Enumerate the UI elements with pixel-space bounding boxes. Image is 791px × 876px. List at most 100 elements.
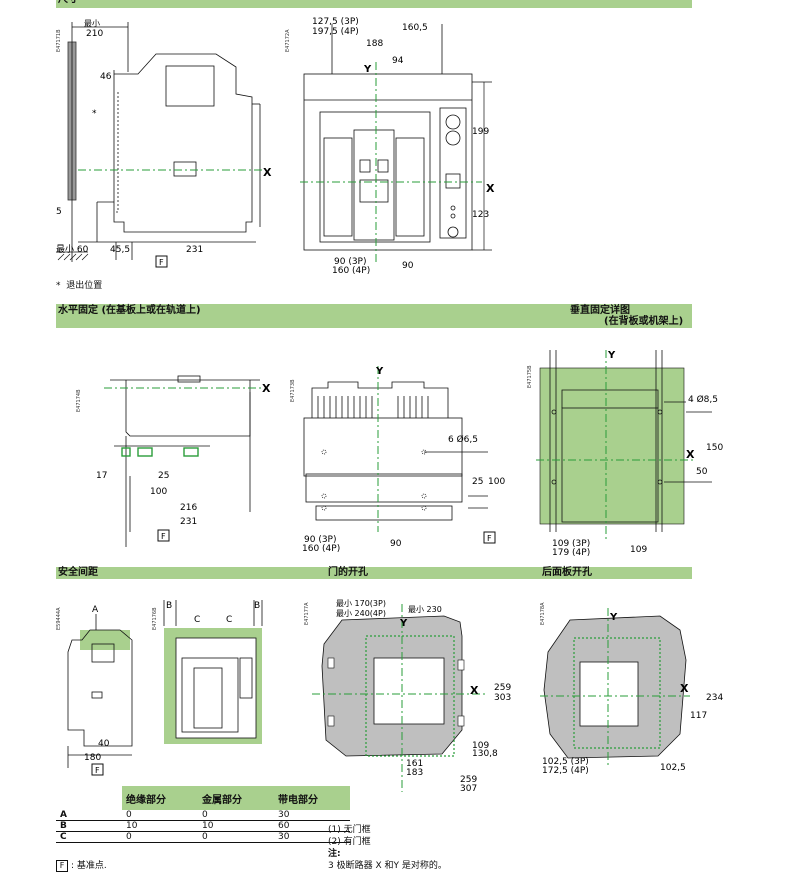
- dim-210: 210: [86, 29, 103, 39]
- dim-25: 25: [158, 471, 169, 481]
- withdrawn-note-text: 退出位置: [66, 281, 103, 291]
- axis-y-label: Y: [375, 366, 384, 377]
- dim-197-5: 197,5 (4P): [312, 27, 359, 37]
- note-title: 注:: [328, 849, 341, 859]
- axis-y-label: Y: [399, 618, 408, 629]
- table-header: 金属部分: [198, 786, 274, 810]
- door-cutout-drawing: 最小 170(3P) 最小 240(4P) 最小 230 Y X 259 303…: [312, 599, 511, 794]
- dim-231: 231: [180, 517, 197, 527]
- table-cell: 30: [274, 831, 350, 843]
- withdrawn-note: * 退出位置: [56, 281, 103, 291]
- ref-legend-text: : 基准点.: [71, 861, 107, 871]
- drawing-id: E47173B: [290, 379, 296, 403]
- dim-102-3p: 102,5 (3P): [542, 757, 589, 767]
- clearance-table: 绝缘部分 金属部分 带电部分 A 0 0 30 B 10 10 60 C 0 0…: [56, 786, 350, 843]
- drawing-id: E47177A: [304, 602, 310, 626]
- label-b: B: [254, 601, 260, 611]
- section-title-clearance: 安全间距: [58, 567, 98, 578]
- dim-234: 234: [706, 693, 723, 703]
- dim-109: 109: [630, 545, 647, 555]
- axis-x-label: X: [470, 684, 479, 697]
- axis-x-label: X: [486, 182, 495, 195]
- dim-109: 109: [472, 741, 489, 751]
- axis-x-label: X: [262, 382, 271, 395]
- min-170: 最小 170(3P): [336, 599, 386, 608]
- table-header: 绝缘部分: [122, 786, 198, 810]
- label-a: A: [92, 605, 99, 615]
- ref-f-box: [155, 255, 168, 268]
- vertical-detail-drawing: Y 4 Ø8,5 X 150 50 109 (3P) 179 (4P) 109: [536, 350, 723, 558]
- table-row: A 0 0 30: [56, 810, 350, 821]
- ref-f-label: F: [161, 532, 166, 541]
- section-title-horizontal: 水平固定 (在基板上或在轨道上): [58, 305, 201, 316]
- ref-legend: F: 基准点.: [56, 860, 107, 872]
- table-header: 带电部分: [274, 786, 350, 810]
- horiz-side-drawing: X 17 25 100 216 231 F: [96, 375, 271, 547]
- dim-40: 40: [98, 739, 110, 749]
- table-cell: C: [56, 831, 122, 843]
- rear-cutout-drawing: Y X 234 117 102,5 (3P) 172,5 (4P) 102,5: [540, 608, 723, 776]
- dim-160-5: 160,5: [402, 23, 428, 33]
- star-marker: *: [92, 109, 97, 119]
- dim-min-label: 最小: [84, 19, 100, 28]
- dim-127-5: 127,5 (3P): [312, 17, 359, 27]
- axis-y-label: Y: [607, 350, 616, 361]
- ref-f-label: F: [487, 534, 492, 543]
- axis-y-label: Y: [363, 64, 372, 75]
- dim-100: 100: [488, 477, 505, 487]
- dim-160-4p: 160 (4P): [332, 266, 370, 274]
- dim-307: 307: [460, 784, 477, 794]
- dim-90-3p: 90 (3P): [334, 257, 367, 267]
- axis-x-label: X: [263, 166, 272, 179]
- dim-179-4p: 179 (4P): [552, 548, 590, 558]
- table-cell: 0: [198, 810, 274, 821]
- clearance-front-drawing: B C C B: [163, 600, 263, 744]
- dim-100: 100: [150, 487, 167, 497]
- dim-117: 117: [690, 711, 707, 721]
- dim-303: 303: [494, 693, 511, 703]
- dim-46: 46: [100, 72, 112, 82]
- dim-180: 180: [84, 753, 101, 763]
- dim-160-4p: 160 (4P): [302, 544, 340, 554]
- ref-f-box: F: [56, 860, 68, 872]
- ref-f-label: F: [159, 258, 164, 267]
- dim-90: 90: [402, 261, 414, 271]
- label-c: C: [226, 615, 232, 625]
- dim-45-5: 45,5: [110, 245, 130, 255]
- table-cell: 30: [274, 810, 350, 821]
- note-3: 3 极断路器 X 和Y 是对称的。: [328, 861, 447, 871]
- table-cell: A: [56, 810, 122, 821]
- section-band-clearance: 安全间距 门的开孔 后面板开孔: [56, 567, 692, 579]
- dim-min-60: 最小 60: [56, 244, 89, 255]
- front-view-drawing: 127,5 (3P) 197,5 (4P) 160,5 188 94 Y X 1…: [300, 17, 495, 274]
- dim-259: 259: [494, 683, 511, 693]
- label-b: B: [166, 601, 172, 611]
- dim-259: 259: [460, 775, 477, 785]
- table-cell: 60: [274, 820, 350, 832]
- holes-label: 4 Ø8,5: [688, 394, 718, 405]
- dim-161: 161: [406, 759, 423, 769]
- dim-172-4p: 172,5 (4P): [542, 766, 589, 776]
- table-header: [56, 786, 122, 810]
- dim-94: 94: [392, 56, 404, 66]
- dim-5: 5: [56, 207, 62, 217]
- dim-188: 188: [366, 39, 383, 49]
- dim-50: 50: [696, 467, 708, 477]
- dim-109-3p: 109 (3P): [552, 539, 590, 549]
- table-cell: 0: [198, 831, 274, 843]
- drawing-id: E47176B: [152, 607, 158, 631]
- section-band-horizontal: 水平固定 (在基板上或在轨道上) 垂直固定详图 (在背板或机架上): [56, 304, 692, 328]
- table-cell: B: [56, 820, 122, 832]
- dim-17: 17: [96, 471, 107, 481]
- dim-90-3p: 90 (3P): [304, 535, 337, 545]
- holes-label: 6 Ø6,5: [448, 434, 478, 445]
- label-c: C: [194, 615, 200, 625]
- section-title-vertical-1: 垂直固定详图: [570, 305, 630, 316]
- clearance-side-drawing: A 40 180 F: [67, 605, 133, 776]
- table-cell: 0: [122, 810, 198, 821]
- table-cell: 10: [198, 820, 274, 832]
- axis-y-label: Y: [609, 612, 618, 623]
- drawing-id: E47175B: [527, 365, 533, 389]
- dim-102-5: 102,5: [660, 763, 686, 773]
- horiz-front-drawing: Y 6 Ø6,5 25 100 90 (3P) 160 (4P) 90 F: [302, 366, 505, 554]
